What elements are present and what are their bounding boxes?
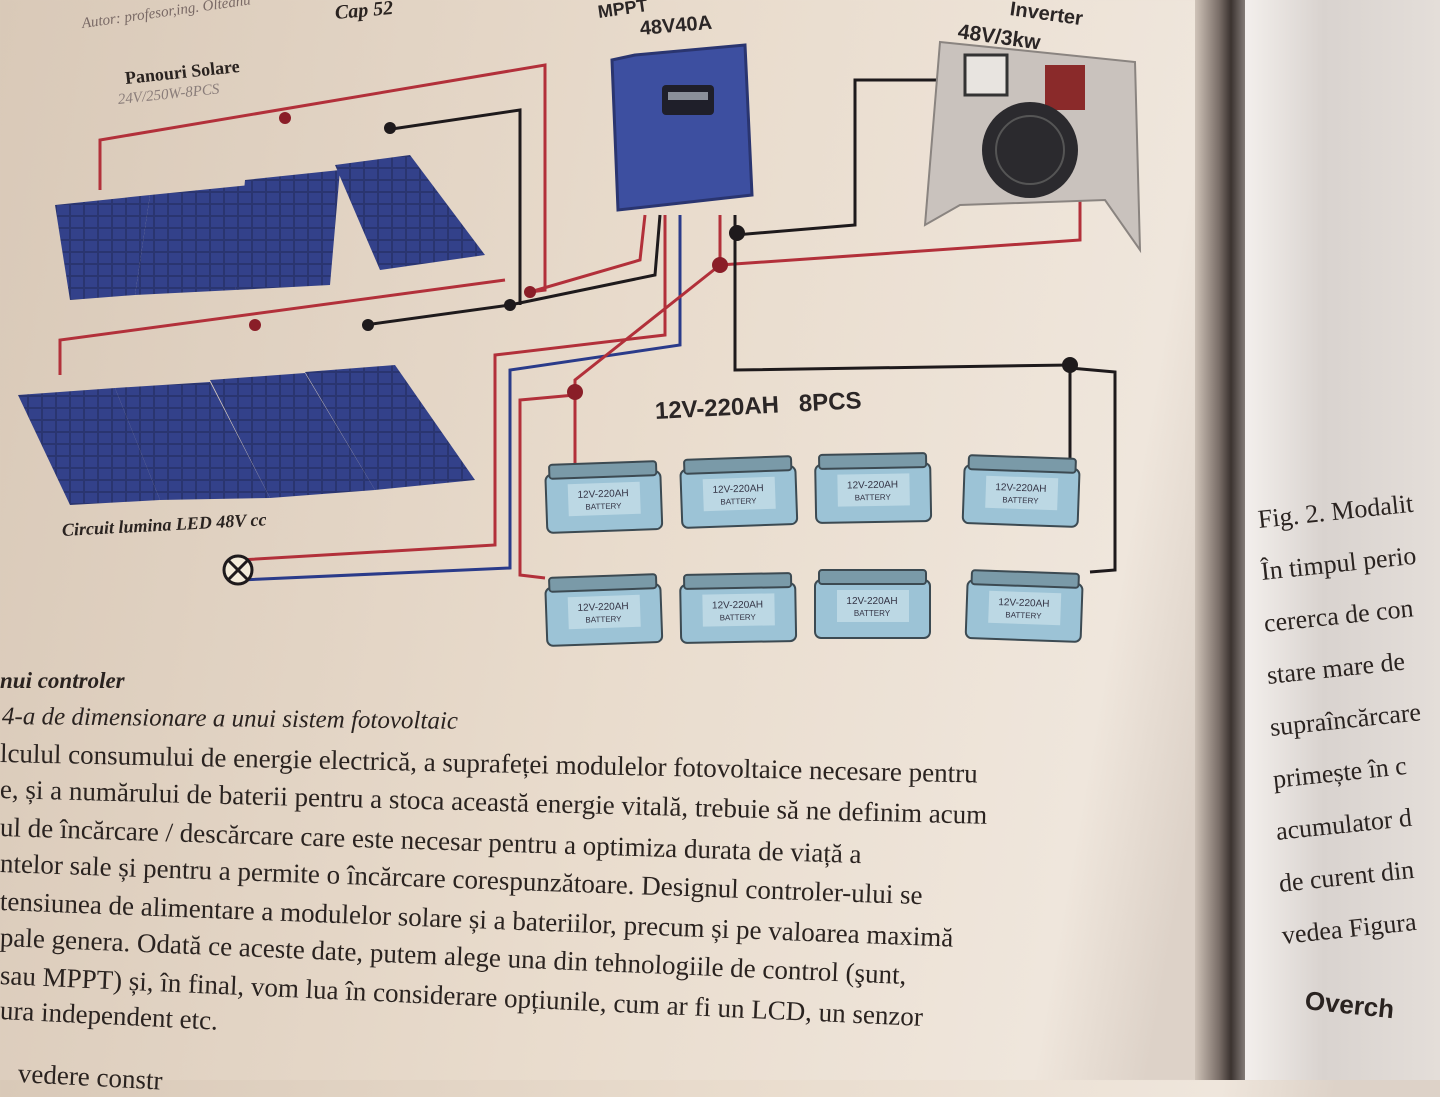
battery-negative — [733, 78, 1117, 574]
battery-label: 12V-220AH — [712, 600, 763, 612]
solar-panel — [135, 185, 250, 295]
negative-wire-top-panels — [384, 108, 522, 305]
battery: 12V-220AH BATTERY — [964, 569, 1084, 643]
battery: 12V-220AH BATTERY — [544, 573, 664, 647]
junction-dots — [249, 112, 1078, 400]
battery: 12V-220AH BATTERY — [814, 569, 931, 639]
battery-sub: BATTERY — [854, 609, 891, 618]
solar-panel — [115, 382, 270, 500]
led-wire-red — [239, 215, 667, 562]
battery: 12V-220AH BATTERY — [679, 572, 798, 644]
battery-label: 12V-220AH — [846, 596, 897, 607]
solar-panels-top — [55, 155, 485, 300]
mppt-controller — [610, 43, 754, 212]
battery: 12V-220AH BATTERY — [961, 454, 1081, 528]
battery-sub: BATTERY — [585, 501, 622, 511]
battery-sub: BATTERY — [720, 496, 757, 506]
positive-wire-top-panels — [98, 63, 547, 294]
battery-label: 12V-220AH — [847, 480, 898, 492]
solar-panel — [235, 170, 340, 290]
battery-sub: BATTERY — [1002, 495, 1039, 505]
battery-sub: BATTERY — [855, 493, 892, 503]
solar-panel — [210, 373, 375, 498]
section-subtitle: 4-a de dimensionare a unui sistem fotovo… — [1, 703, 459, 735]
solar-panel — [18, 388, 160, 505]
body-line: vedere constr — [17, 1058, 164, 1096]
battery-positive — [518, 190, 1082, 580]
wires — [58, 63, 1117, 582]
inverter — [923, 40, 1142, 254]
battery-label: 12V-220AH — [577, 601, 629, 614]
battery-sub: BATTERY — [720, 613, 757, 623]
led-lamp-icon — [222, 554, 254, 586]
battery-label: 12V-220AH — [712, 483, 764, 496]
battery-label: 12V-220AH — [995, 482, 1047, 495]
solar-panel — [335, 155, 485, 270]
positive-wire-bottom-panels — [58, 278, 506, 375]
battery: 12V-220AH BATTERY — [814, 452, 933, 524]
battery-label: 12V-220AH — [577, 488, 629, 501]
battery-label: 12V-220AH — [998, 597, 1050, 610]
battery-bank: 12V-220AH BATTERY 12V-220AH BATTERY 12V-… — [544, 452, 1084, 647]
led-wire-blue — [239, 215, 682, 582]
solar-panels-bottom — [18, 365, 475, 505]
battery-sub: BATTERY — [1005, 610, 1042, 620]
battery: 12V-220AH BATTERY — [544, 460, 664, 534]
right-page — [1245, 0, 1440, 1080]
section-title: nui controler — [0, 668, 125, 693]
battery: 12V-220AH BATTERY — [679, 455, 799, 529]
battery-sub: BATTERY — [585, 614, 622, 624]
solar-panel — [55, 195, 150, 300]
controller-pv-wires — [529, 214, 647, 294]
negative-wire-bottom-panels — [364, 303, 511, 327]
solar-panel — [305, 365, 475, 490]
